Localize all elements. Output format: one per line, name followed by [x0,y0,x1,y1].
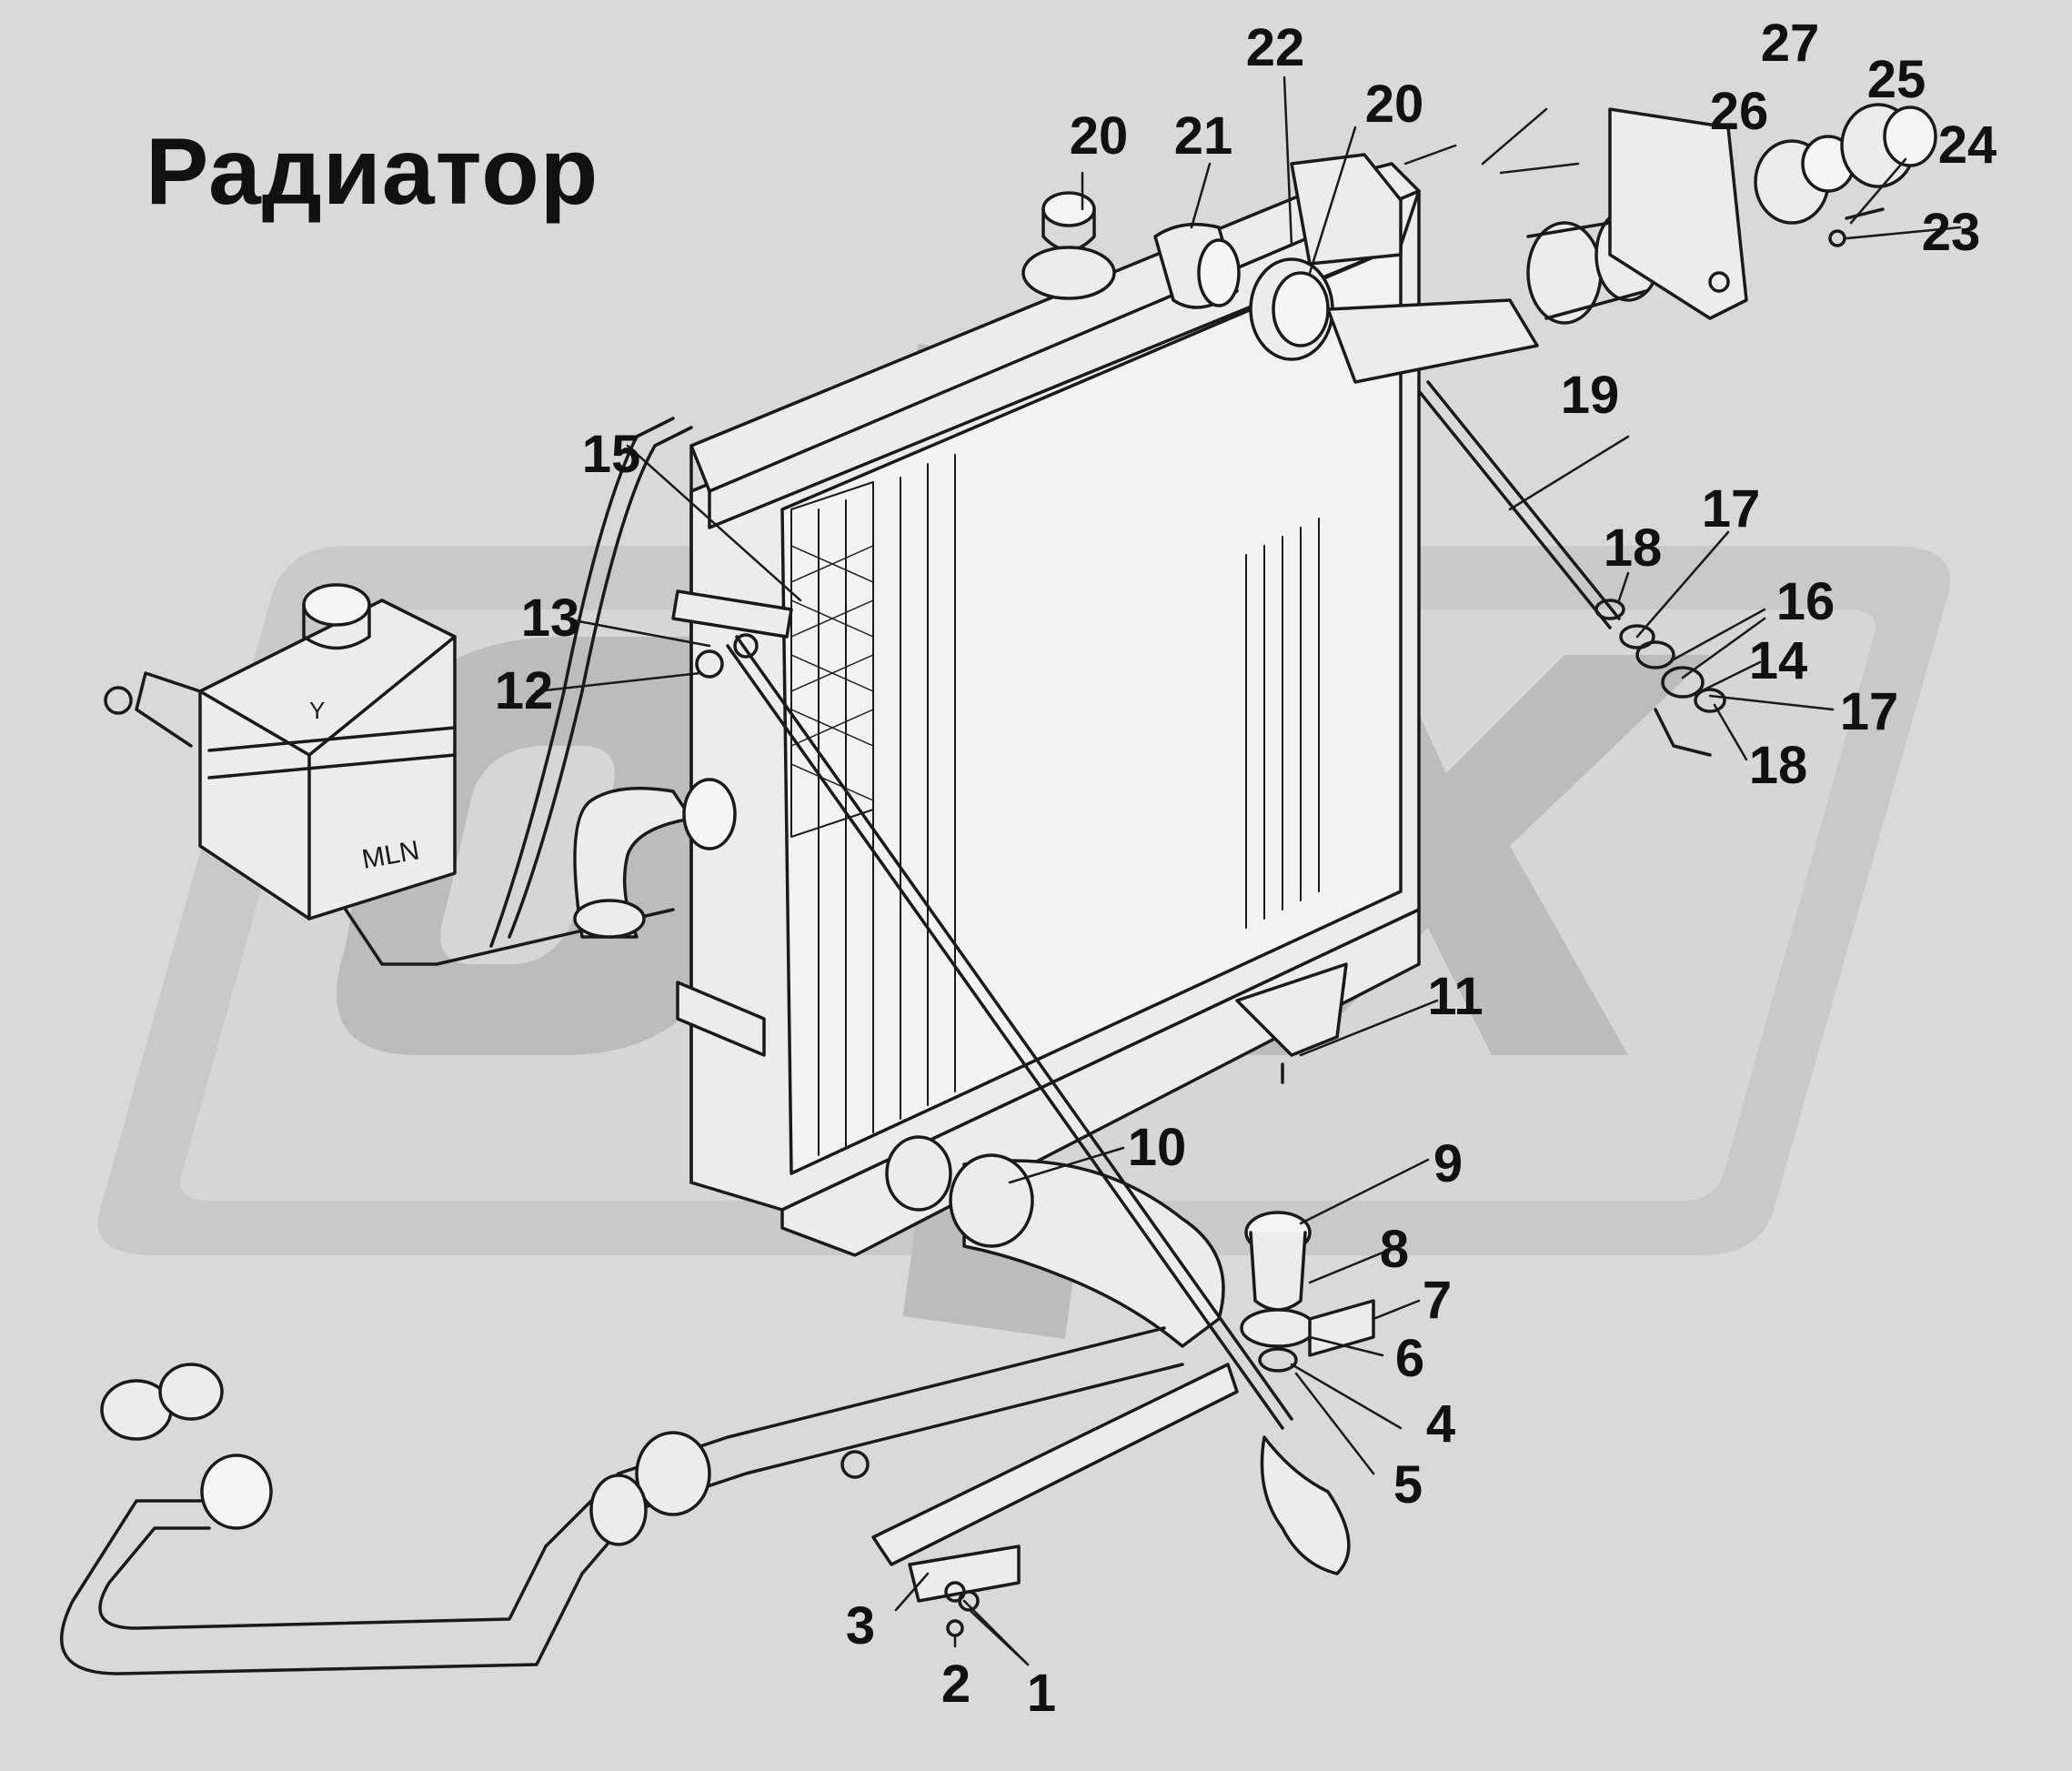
callout-24: 24 [1937,116,1997,175]
expansion-tank [104,583,675,966]
side-bracket [671,589,793,1057]
page-title: Радиатор [146,119,599,225]
callout-18-lower: 18 [1748,736,1808,795]
leader-lines [535,75,1962,1666]
callout-1: 1 [1026,1664,1057,1723]
elbow-hose [573,778,737,939]
callout-7: 7 [1422,1271,1453,1330]
callout-6: 6 [1394,1329,1425,1388]
upper-outlet [1153,222,1241,309]
drain-rod [726,635,1351,1575]
callout-2: 2 [940,1655,971,1714]
tank-top-mark: Y [309,697,325,724]
drain-plug [1235,962,1348,1084]
mount-bracket [871,1363,1239,1637]
callout-5: 5 [1393,1455,1423,1514]
lower-hose [885,1135,1225,1348]
callout-4: 4 [1425,1394,1456,1454]
top-clamp [1249,153,1403,361]
callout-11: 11 [1427,967,1484,1026]
tank-pipe [489,417,693,948]
callout-16: 16 [1775,572,1836,631]
callout-18-upper: 18 [1603,518,1663,578]
callout-20-right: 20 [1364,75,1424,134]
callout-10: 10 [1127,1118,1187,1177]
outlet-bracket [1608,103,1937,320]
callout-20-left: 20 [1069,106,1129,166]
callout-14: 14 [1748,631,1808,690]
callout-17-lower: 17 [1839,682,1899,741]
callout-15: 15 [581,425,641,484]
lower-pipe [59,1326,1184,1675]
callout-9: 9 [1433,1134,1463,1193]
callout-23: 23 [1921,203,1981,262]
callout-25: 25 [1866,50,1926,109]
support-cushion [1240,1211,1375,1373]
watermark-logo [97,344,1950,1339]
filler-cap [1021,191,1116,300]
callout-22: 22 [1245,18,1305,77]
callout-8: 8 [1379,1220,1410,1279]
callout-26: 26 [1709,82,1769,141]
callout-21: 21 [1173,106,1233,166]
callout-17-upper: 17 [1701,479,1761,538]
callout-27: 27 [1760,14,1820,73]
callout-12: 12 [494,661,554,720]
callout-13: 13 [520,589,580,648]
callout-3: 3 [845,1596,876,1655]
callout-19: 19 [1560,366,1620,425]
